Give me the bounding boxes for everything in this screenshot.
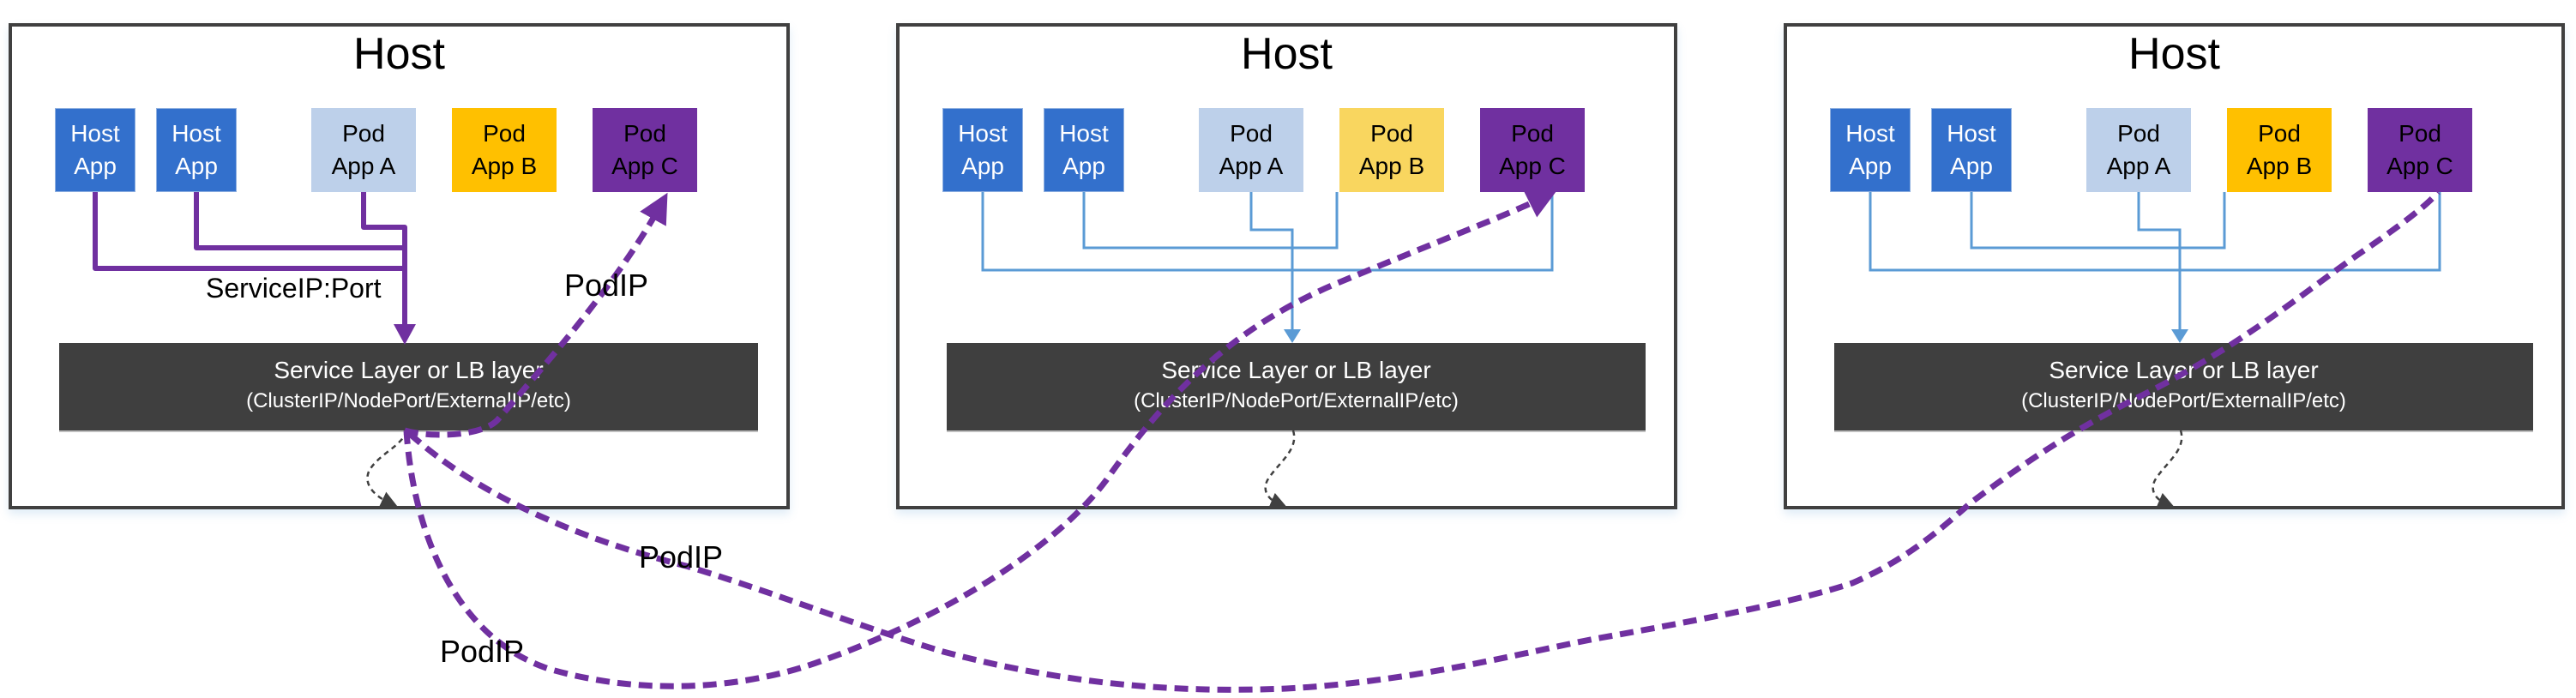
- app-label-line1: Host: [1947, 120, 1996, 147]
- host-app-2: Host App: [156, 108, 237, 192]
- pod-ip-host2-label: PodIP: [440, 634, 525, 669]
- pod-app-a: Pod App A: [2086, 108, 2191, 192]
- app-label-line2: App C: [2386, 153, 2453, 179]
- app-label-line1: Host: [958, 120, 1008, 147]
- app-label-line2: App B: [2246, 153, 2313, 179]
- host-box-1: Host Host App Host App Pod App A Pod App…: [9, 23, 790, 509]
- service-layer-subtitle: (ClusterIP/NodePort/ExternalIP/etc): [2021, 389, 2346, 412]
- app-label-line1: Pod: [2398, 120, 2441, 147]
- app-label-line2: App B: [1358, 153, 1425, 179]
- pod-ip-host3-label: PodIP: [639, 539, 724, 575]
- pod-app-c: Pod App C: [2368, 108, 2472, 192]
- app-label-line1: Pod: [342, 120, 385, 147]
- host-app-2: Host App: [1931, 108, 2012, 192]
- app-label-line2: App C: [1499, 153, 1566, 179]
- host-app-1: Host App: [55, 108, 135, 192]
- app-label-line1: Pod: [483, 120, 526, 147]
- service-layer-subtitle: (ClusterIP/NodePort/ExternalIP/etc): [1134, 389, 1459, 412]
- service-layer: Service Layer or LB layer (ClusterIP/Nod…: [947, 343, 1646, 432]
- pod-app-c: Pod App C: [1480, 108, 1585, 192]
- app-label-line1: Host: [1059, 120, 1109, 147]
- host-box-3: Host Host App Host App Pod App A Pod App…: [1784, 23, 2565, 509]
- app-label-line1: Pod: [2258, 120, 2301, 147]
- app-label-line2: App: [1950, 153, 1993, 179]
- pod-app-a: Pod App A: [1199, 108, 1303, 192]
- pod-app-b: Pod App B: [452, 108, 557, 192]
- app-label-line1: Pod: [1511, 120, 1554, 147]
- app-label-line2: App C: [611, 153, 678, 179]
- app-label-line1: Host: [172, 120, 221, 147]
- host-app-2: Host App: [1044, 108, 1124, 192]
- host-app-1: Host App: [1830, 108, 1911, 192]
- app-label-line2: App: [961, 153, 1004, 179]
- service-layer-title: Service Layer or LB layer: [274, 357, 544, 383]
- app-label-line1: Pod: [623, 120, 666, 147]
- app-label-line1: Pod: [1370, 120, 1413, 147]
- app-label-line2: App: [1062, 153, 1105, 179]
- service-layer-title: Service Layer or LB layer: [1161, 357, 1431, 383]
- host-title: Host: [2128, 29, 2220, 79]
- service-layer-subtitle: (ClusterIP/NodePort/ExternalIP/etc): [246, 389, 571, 412]
- host-box-2: Host Host App Host App Pod App A Pod App…: [896, 23, 1677, 509]
- service-layer: Service Layer or LB layer (ClusterIP/Nod…: [59, 343, 758, 432]
- host-app-1: Host App: [942, 108, 1023, 192]
- app-label-line2: App B: [471, 153, 538, 179]
- host-title: Host: [353, 29, 445, 79]
- service-layer: Service Layer or LB layer (ClusterIP/Nod…: [1834, 343, 2533, 432]
- app-label-line1: Host: [70, 120, 120, 147]
- service-ip-port-label: ServiceIP:Port: [206, 273, 382, 304]
- app-label-line2: App: [1849, 153, 1892, 179]
- pod-ip-local-label: PodIP: [564, 268, 649, 303]
- app-label-line2: App A: [1219, 153, 1284, 179]
- app-label-line2: App A: [331, 153, 396, 179]
- app-label-line1: Pod: [2117, 120, 2160, 147]
- service-layer-title: Service Layer or LB layer: [2049, 357, 2319, 383]
- pod-app-a: Pod App A: [311, 108, 416, 192]
- pod-app-b: Pod App B: [2227, 108, 2332, 192]
- app-label-line1: Host: [1845, 120, 1895, 147]
- pod-app-b: Pod App B: [1339, 108, 1444, 192]
- app-label-line1: Pod: [1230, 120, 1273, 147]
- app-label-line2: App A: [2106, 153, 2171, 179]
- app-label-line2: App: [74, 153, 117, 179]
- host-title: Host: [1241, 29, 1333, 79]
- pod-app-c: Pod App C: [593, 108, 697, 192]
- app-label-line2: App: [175, 153, 218, 179]
